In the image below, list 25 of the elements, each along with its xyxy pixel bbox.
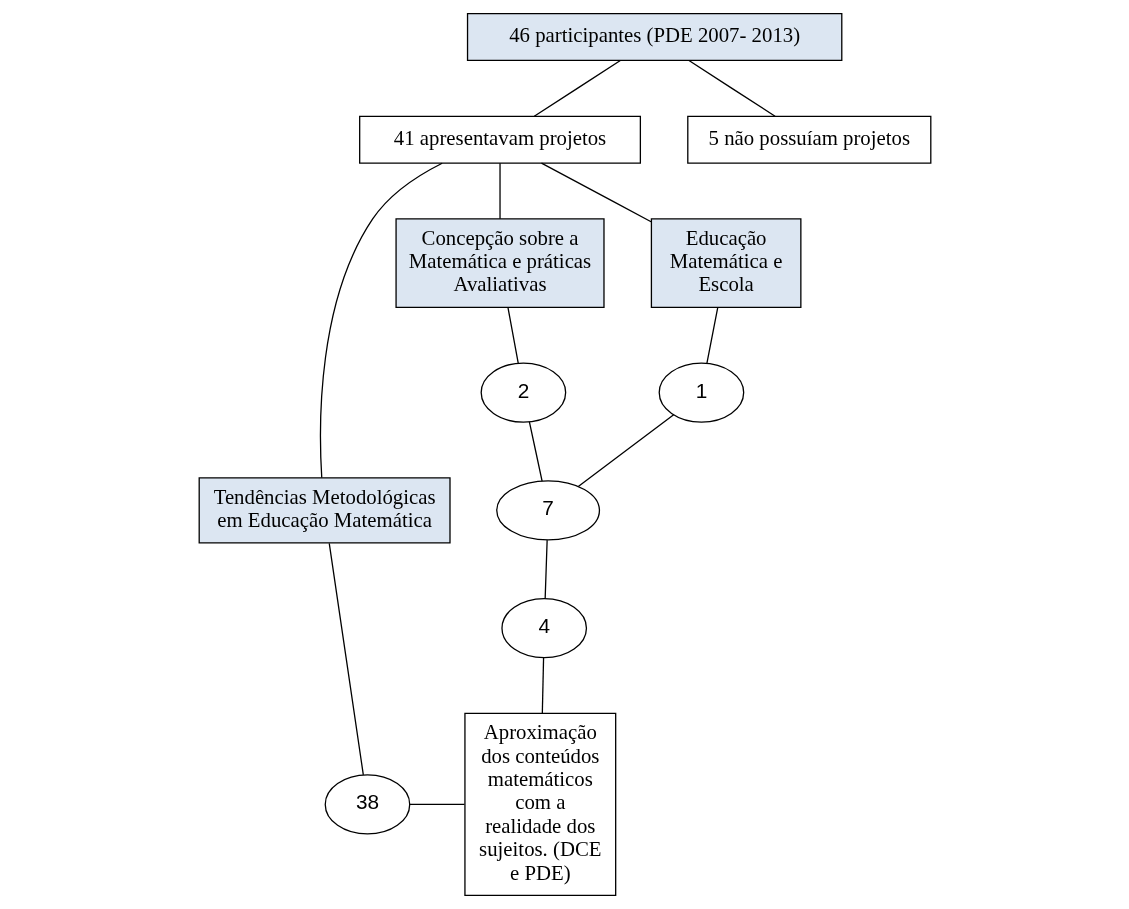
connector [319, 162, 443, 479]
connector [687, 59, 776, 117]
connector [540, 162, 652, 223]
connector [506, 306, 519, 364]
node-box: 46 participantes (PDE 2007- 2013) [466, 13, 842, 62]
node-box: Tendências Metodológicas em Educação Matemática [198, 477, 451, 544]
connector [498, 162, 501, 220]
connector [541, 657, 544, 714]
connector [577, 414, 674, 488]
node-box: 5 não possuíam projetos [686, 115, 931, 164]
connector [328, 542, 364, 776]
node-box: Concepção sobre a Matemática e práticas Avaliativas [394, 218, 605, 308]
node-ellipse: 2 [480, 362, 566, 423]
connector [544, 539, 548, 600]
connector [528, 421, 543, 482]
connector [408, 803, 465, 806]
node-ellipse: 1 [658, 362, 744, 423]
connector [705, 306, 718, 364]
connector [533, 59, 621, 117]
node-ellipse: 7 [495, 480, 600, 541]
node-box: Educação Matemática e Escola [650, 218, 801, 308]
node-ellipse: 38 [324, 774, 410, 835]
node-box: 41 apresentavam projetos [358, 115, 641, 164]
node-box: Aproximação dos conteúdos matemáticos com a realidade dos sujeitos. (DCE e PDE) [463, 712, 616, 896]
node-ellipse: 4 [500, 597, 587, 659]
